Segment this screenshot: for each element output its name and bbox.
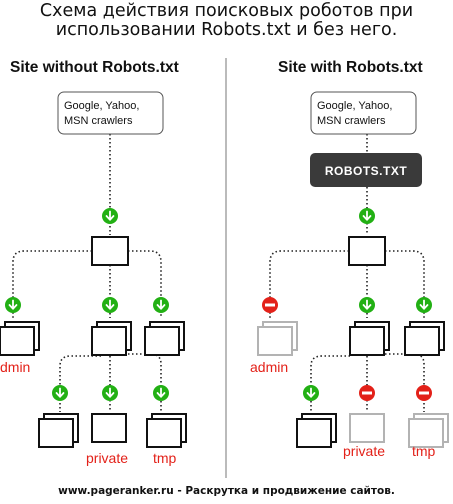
robots-txt-label: ROBOTS.TXT [325,164,408,178]
title-line-1: Схема действия поисковых роботов при [39,1,414,21]
right-root-folder [348,236,386,266]
right-sub-folder [296,418,332,448]
left-middle-folder [91,326,127,356]
right-diagram: Google, Yahoo, MSN crawlers ROBOTS.TXT [250,91,449,459]
left-private-folder [91,413,127,443]
robots-txt-box [310,153,422,187]
left-tmp-label: tmp [153,450,177,466]
diagram-title: Схема действия поисковых роботов при исп… [0,2,453,40]
green-down-arrow-icon [51,384,69,402]
right-admin-folder-blocked [257,326,293,356]
left-connectors [12,134,162,412]
left-crawlers-line1: Google, Yahoo, [64,100,139,112]
green-down-arrow-icon [152,296,170,314]
right-private-folder-blocked [349,413,385,443]
green-down-arrow-icon [4,296,22,314]
right-crawlers-box [310,91,417,135]
left-diagram: Google, Yahoo, MSN crawlers [0,91,187,466]
green-down-arrow-icon [152,384,170,402]
green-down-arrow-icon [101,384,119,402]
left-panel-heading: Site without Robots.txt [10,59,179,76]
right-tmp-label: tmp [412,443,436,459]
right-panel-heading: Site with Robots.txt [278,59,423,76]
right-tmp-folder-blocked [408,418,444,448]
red-no-entry-icon [262,297,278,313]
green-down-arrow-icon [101,296,119,314]
left-crawlers-line2: MSN crawlers [64,115,133,127]
right-middle-folder [349,326,385,356]
red-no-entry-icon [359,385,375,401]
red-no-entry-icon [416,385,432,401]
footer-credit: www.pageranker.ru - Раскрутка и продвиже… [58,485,395,497]
green-down-arrow-icon [302,384,320,402]
left-root-folder [91,236,129,266]
left-admin-label: dmin [0,359,30,375]
right-crawlers-line2: MSN crawlers [317,115,386,127]
green-down-arrow-icon [358,296,376,314]
left-crawlers-box [57,91,164,135]
green-down-arrow-icon [415,296,433,314]
left-sub-folder [38,418,74,448]
green-down-arrow-icon [358,207,376,225]
green-down-arrow-icon [101,207,119,225]
left-tmp-folder [146,418,182,448]
right-crawlers-line1: Google, Yahoo, [317,100,392,112]
right-private-label: private [343,443,385,459]
title-line-2: использовании Robots.txt и без него. [55,20,398,40]
right-right-folder [404,326,440,356]
left-admin-folder [0,326,35,356]
right-admin-label: admin [250,359,288,375]
left-right-folder [144,326,180,356]
left-private-label: private [86,450,128,466]
